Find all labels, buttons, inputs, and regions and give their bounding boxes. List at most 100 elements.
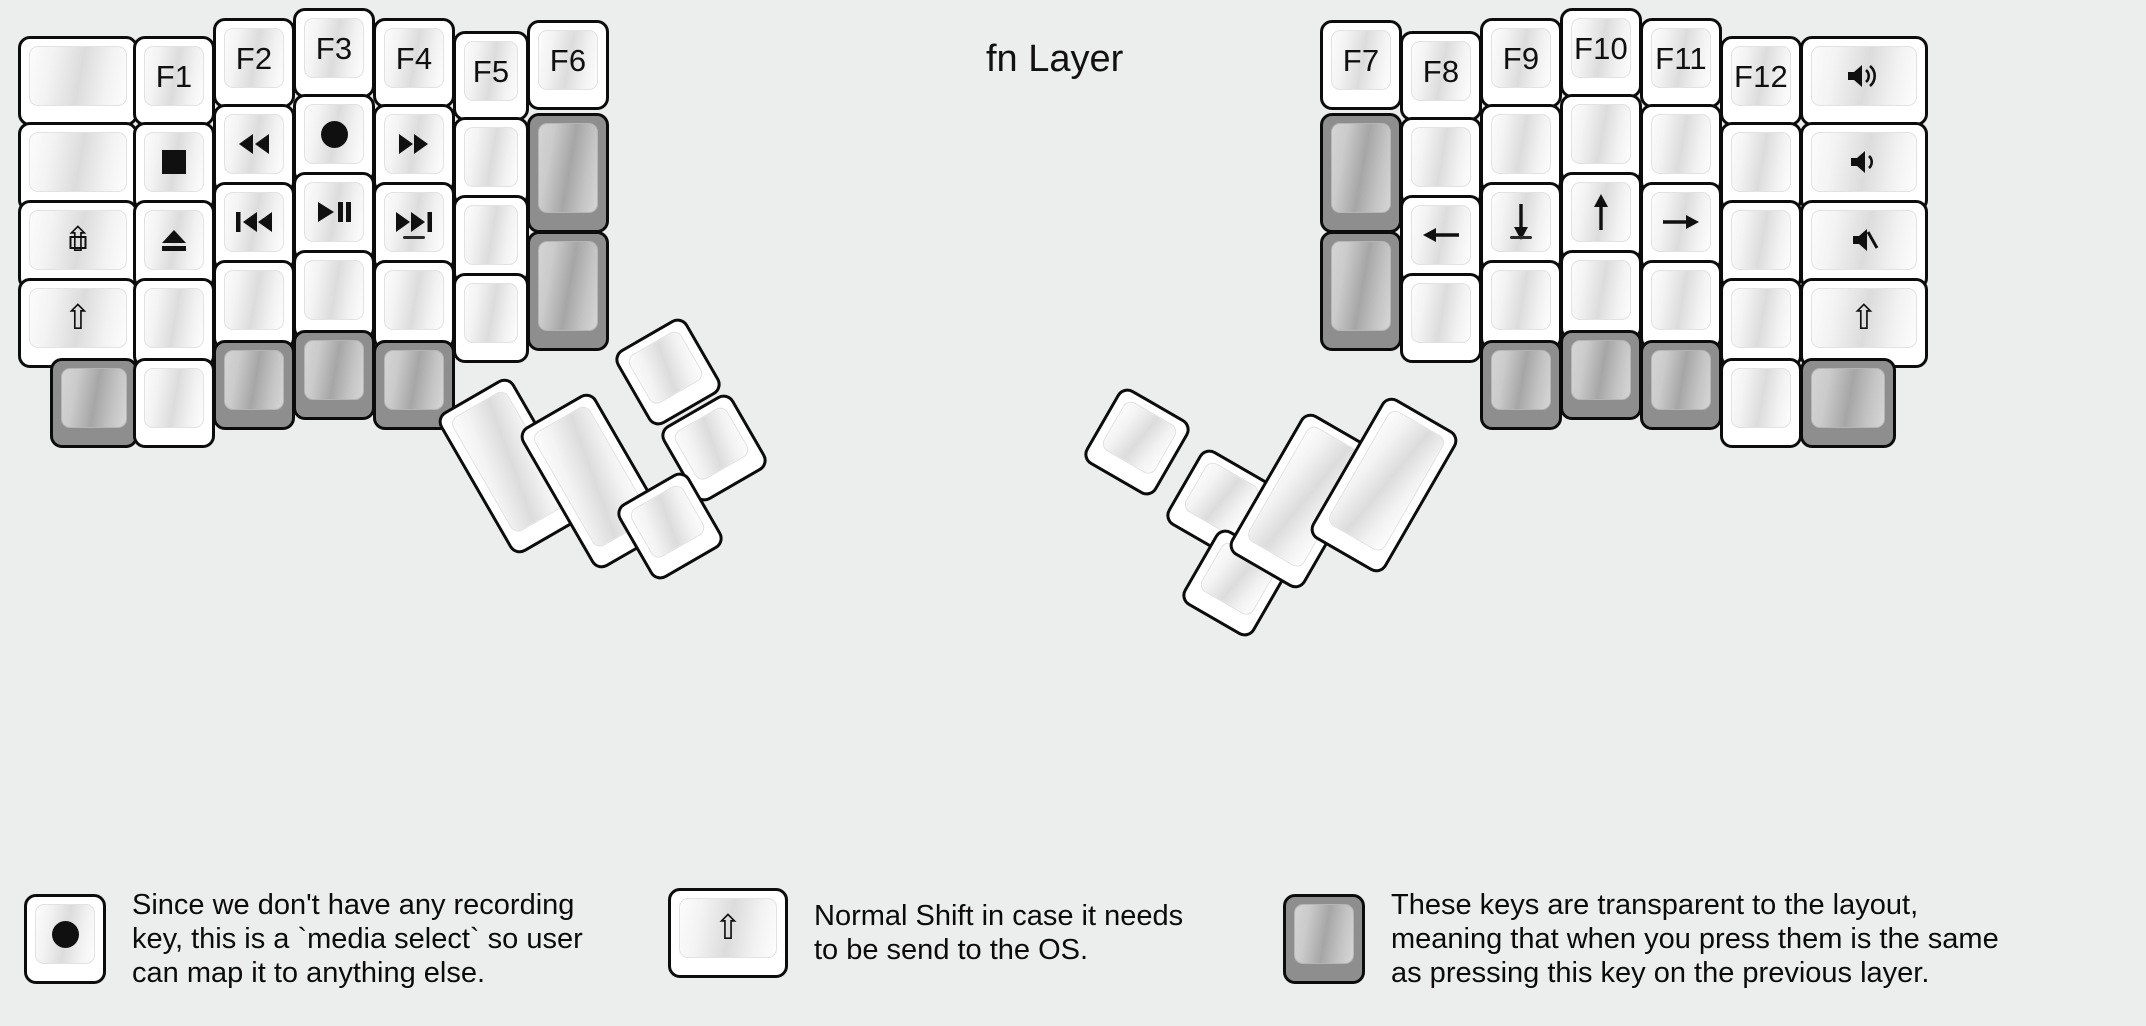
key-r-c4-r2[interactable]	[1640, 182, 1722, 272]
key-label: F1	[155, 58, 193, 94]
keycap	[1811, 132, 1917, 192]
key-l-c1-r0[interactable]: F1	[133, 36, 215, 126]
keycap: F8	[1411, 41, 1471, 101]
key-l-c1-r3[interactable]	[133, 278, 215, 368]
key-l-c3-r2[interactable]	[293, 172, 375, 262]
key-r-c4-r1[interactable]	[1640, 104, 1722, 194]
key-r-c2-r0[interactable]: F9	[1480, 18, 1562, 108]
key-r-c3-r1[interactable]	[1560, 94, 1642, 184]
key-r-c1-r3[interactable]	[1400, 273, 1482, 363]
keycap	[1651, 270, 1711, 330]
keycap	[304, 260, 364, 320]
key-l-c2-r3[interactable]	[213, 260, 295, 350]
key-r-c1-r1[interactable]	[1400, 117, 1482, 207]
key-l-c4-r3[interactable]	[373, 260, 455, 350]
key-l-c5-r0[interactable]: F5	[453, 31, 529, 121]
key-r-c5-r0[interactable]: F12	[1720, 36, 1802, 126]
legend-normal-shift: ⇧ Normal Shift in case it needs to be se…	[668, 888, 1183, 978]
key-l-c3-r1[interactable]	[293, 94, 375, 184]
legend-key-transparent[interactable]	[1283, 894, 1365, 985]
key-r-c5-r2[interactable]	[1720, 200, 1802, 290]
keycap	[464, 283, 518, 343]
key-l-c2-r0[interactable]: F2	[213, 18, 295, 108]
key-r-c1-r2[interactable]	[1400, 195, 1482, 285]
key-l-c1-r1[interactable]	[133, 122, 215, 212]
key-r-c2-r1[interactable]	[1480, 104, 1562, 194]
key-r-c6-r1[interactable]	[1800, 122, 1928, 212]
media-eject-icon	[162, 230, 186, 251]
key-l-c0-r2[interactable]: ⇧	[18, 200, 138, 290]
key-l-c6-r2[interactable]	[527, 231, 609, 351]
key-r-c2-r2[interactable]	[1480, 182, 1562, 272]
key-r-c5-r4[interactable]	[1720, 358, 1802, 448]
key-l-c2-r2[interactable]	[213, 182, 295, 272]
keycap	[1571, 340, 1631, 400]
key-l-c0-r3[interactable]: ⇧	[18, 278, 138, 368]
key-l-c0-r4[interactable]	[50, 358, 138, 448]
keycap	[1651, 114, 1711, 174]
keycap: ⇧	[1811, 288, 1917, 348]
key-r-c0-r1[interactable]	[1320, 113, 1402, 233]
keycap	[1651, 350, 1711, 410]
keycap	[1491, 270, 1551, 330]
key-l-c1-r4[interactable]	[133, 358, 215, 448]
keycap	[538, 241, 598, 331]
key-r-c5-r1[interactable]	[1720, 122, 1802, 212]
keycap	[384, 114, 444, 174]
key-r-c2-r4[interactable]	[1480, 340, 1562, 430]
key-l-c1-r2[interactable]	[133, 200, 215, 290]
keycap	[144, 368, 204, 428]
keycap	[144, 210, 204, 270]
key-l-c5-r3[interactable]	[453, 273, 529, 363]
key-r-c6-r4[interactable]	[1800, 358, 1896, 448]
keycap	[1811, 368, 1885, 428]
key-r-c1-r0[interactable]: F8	[1400, 31, 1482, 121]
media-next-track-icon	[396, 212, 432, 232]
key-l-c2-r1[interactable]	[213, 104, 295, 194]
key-r-c3-r3[interactable]	[1560, 250, 1642, 340]
keycap	[1651, 192, 1711, 252]
keycap	[29, 132, 127, 192]
key-r-t0[interactable]	[1079, 384, 1195, 500]
key-r-c6-r2[interactable]	[1800, 200, 1928, 290]
key-l-c4-r4[interactable]	[373, 340, 455, 430]
keycap	[224, 192, 284, 252]
legend-key-media-select[interactable]	[24, 894, 106, 985]
key-r-c4-r0[interactable]: F11	[1640, 18, 1722, 108]
key-l-c4-r0[interactable]: F4	[373, 18, 455, 108]
key-l-c4-r1[interactable]	[373, 104, 455, 194]
key-r-c6-r3[interactable]: ⇧	[1800, 278, 1928, 368]
key-l-c4-r2[interactable]	[373, 182, 455, 272]
key-r-c0-r2[interactable]	[1320, 231, 1402, 351]
volume-up-icon	[1848, 65, 1876, 87]
legend-key-normal-shift[interactable]: ⇧	[668, 888, 788, 978]
keycap	[1731, 368, 1791, 428]
key-r-c4-r4[interactable]	[1640, 340, 1722, 430]
volume-mute-icon	[1853, 229, 1879, 251]
key-label: F7	[1342, 42, 1380, 78]
caps-lock-box-icon	[69, 236, 87, 249]
media-rewind-icon	[239, 134, 269, 154]
key-r-c3-r2[interactable]	[1560, 172, 1642, 262]
key-l-c3-r4[interactable]	[293, 330, 375, 420]
key-r-c0-r0[interactable]: F7	[1320, 20, 1402, 110]
key-l-c3-r0[interactable]: F3	[293, 8, 375, 98]
key-l-c0-r0[interactable]	[18, 36, 138, 126]
key-l-c5-r1[interactable]	[453, 117, 529, 207]
key-r-c2-r3[interactable]	[1480, 260, 1562, 350]
shift-icon: ⇧	[713, 909, 743, 947]
key-l-c5-r2[interactable]	[453, 195, 529, 285]
key-l-c6-r1[interactable]	[527, 113, 609, 233]
key-r-c6-r0[interactable]	[1800, 36, 1928, 126]
key-l-c2-r4[interactable]	[213, 340, 295, 430]
keycap	[29, 46, 127, 106]
key-l-c6-r0[interactable]: F6	[527, 20, 609, 110]
key-r-c3-r4[interactable]	[1560, 330, 1642, 420]
key-l-c3-r3[interactable]	[293, 250, 375, 340]
key-r-c4-r3[interactable]	[1640, 260, 1722, 350]
keycap: F5	[464, 41, 518, 101]
key-r-c5-r3[interactable]	[1720, 278, 1802, 368]
key-r-c3-r0[interactable]: F10	[1560, 8, 1642, 98]
keycap	[304, 340, 364, 400]
key-l-c0-r1[interactable]	[18, 122, 138, 212]
